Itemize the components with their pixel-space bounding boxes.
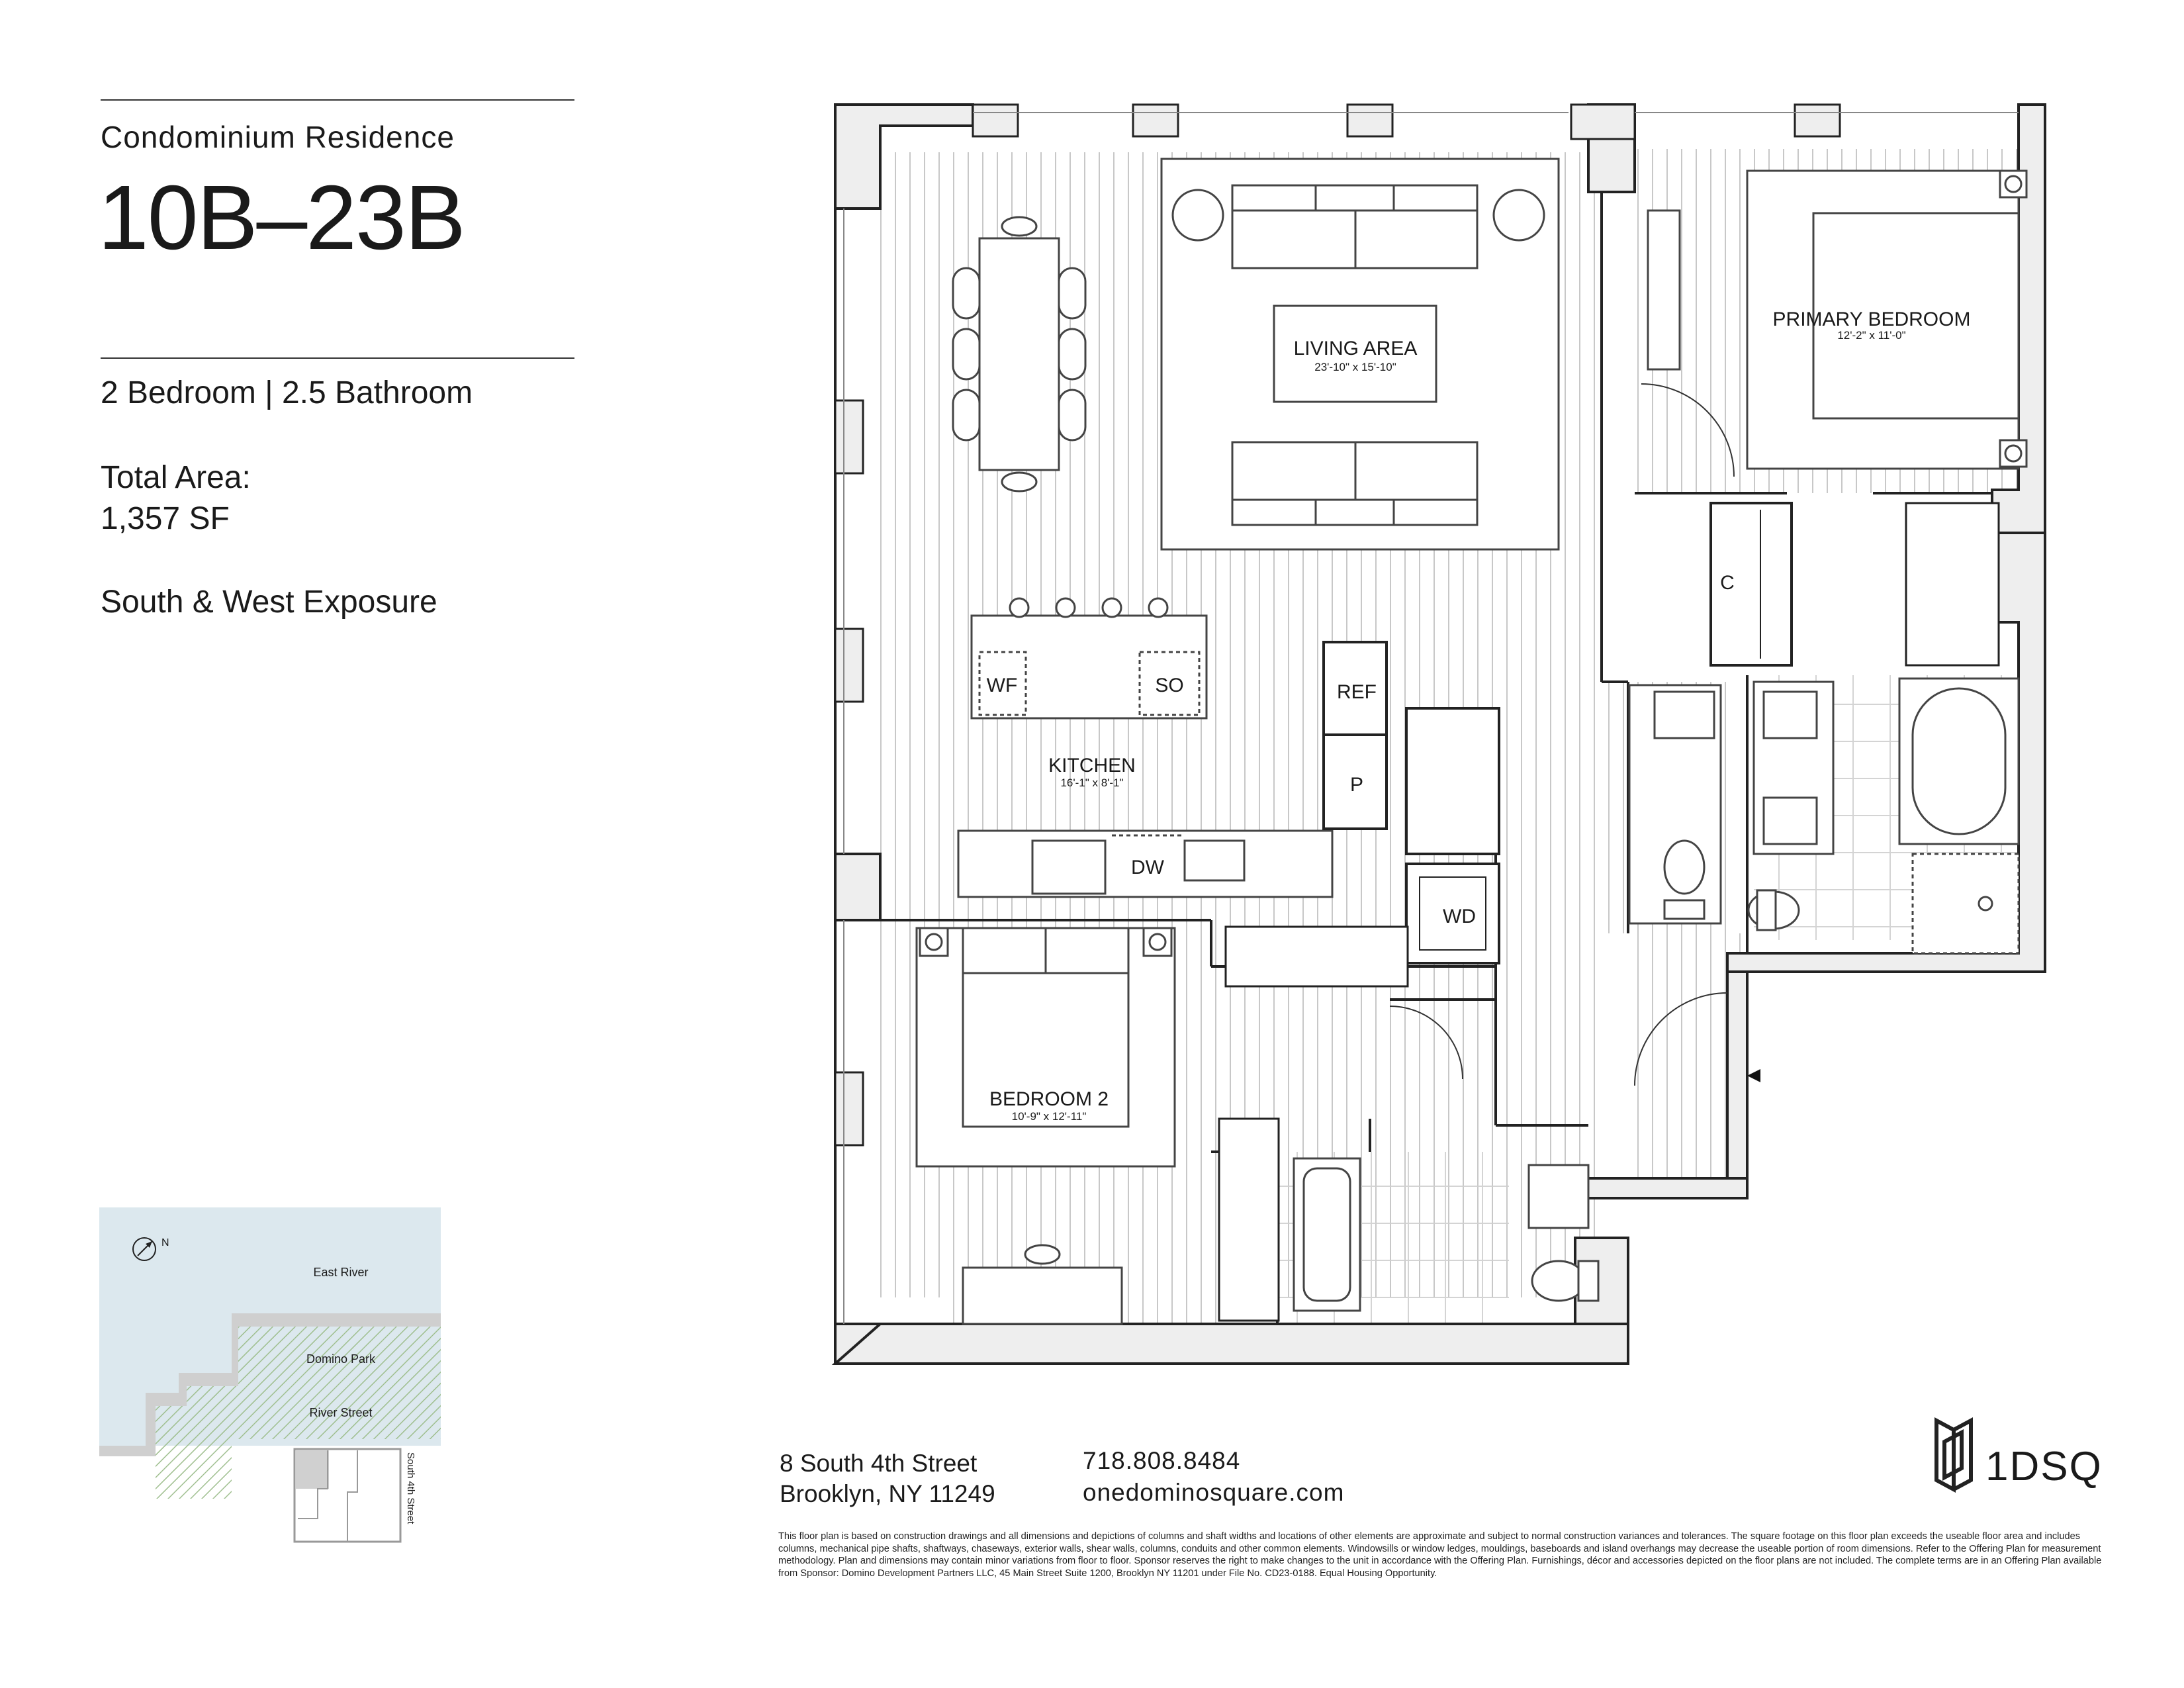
river-street-label: River Street bbox=[309, 1406, 372, 1419]
primary-door-swing bbox=[1641, 383, 1735, 477]
total-area-label: Total Area: bbox=[101, 460, 251, 495]
north-label: N bbox=[161, 1237, 169, 1248]
living-area-label: LIVING AREA bbox=[1294, 338, 1418, 359]
kitchen-island bbox=[970, 597, 1208, 720]
brand-name: 1DSQ bbox=[1985, 1444, 2103, 1489]
bedroom2-bed bbox=[915, 927, 1176, 1325]
kitchen-dims: 16'-1" x 8'-1" bbox=[1060, 776, 1123, 789]
bedroom2-label: BEDROOM 2 bbox=[989, 1088, 1109, 1110]
pantry-label: P bbox=[1350, 774, 1363, 796]
middle-rule bbox=[101, 357, 574, 359]
bedroom2-dims: 10'-9" x 12'-11" bbox=[1012, 1110, 1087, 1123]
hall-closets bbox=[1405, 707, 1500, 964]
north-compass-icon bbox=[132, 1237, 156, 1261]
fridge-pantry bbox=[1322, 641, 1388, 830]
second-bath bbox=[1293, 1157, 1600, 1312]
entry-arrow-icon bbox=[1747, 1069, 1760, 1082]
primary-bath bbox=[1747, 677, 2020, 955]
residence-subtitle: Condominium Residence bbox=[101, 120, 455, 154]
primary-closet bbox=[1709, 502, 2000, 667]
kitchen-counter bbox=[957, 829, 1334, 898]
speed-oven-label: SO bbox=[1155, 675, 1183, 696]
total-area-value: 1,357 SF bbox=[101, 501, 230, 536]
living-area-dims: 23'-10" x 15'-10" bbox=[1314, 361, 1396, 373]
top-rule bbox=[101, 99, 574, 101]
site-highlight bbox=[296, 1450, 329, 1489]
address-line-2: Brooklyn, NY 11249 bbox=[780, 1480, 995, 1507]
primary-bedroom-label: PRIMARY BEDROOM bbox=[1773, 308, 1971, 330]
address-line-1: 8 South 4th Street bbox=[780, 1450, 978, 1477]
dining-table bbox=[952, 216, 1087, 492]
website-link[interactable]: onedominosquare.com bbox=[1083, 1479, 1345, 1506]
bed-bath-configuration: 2 Bedroom | 2.5 Bathroom bbox=[101, 375, 473, 410]
entry-door-swing bbox=[1634, 992, 1728, 1086]
location-map: N East River Domino Park River Street So… bbox=[99, 1207, 441, 1543]
phone-number[interactable]: 718.808.8484 bbox=[1083, 1447, 1241, 1474]
brand-logo-icon bbox=[1934, 1417, 1973, 1493]
powder-room bbox=[1628, 684, 1722, 925]
washer-dryer-label: WD bbox=[1443, 906, 1476, 927]
exposure-text: South & West Exposure bbox=[101, 585, 437, 620]
dishwasher-label: DW bbox=[1131, 857, 1165, 878]
facade-columns bbox=[834, 103, 1841, 1147]
windows bbox=[843, 112, 2019, 1324]
east-river-label: East River bbox=[313, 1266, 368, 1279]
bedroom2-closets bbox=[1218, 925, 1409, 1322]
wall-fridge-label: WF bbox=[987, 675, 1018, 696]
domino-park-label: Domino Park bbox=[306, 1352, 376, 1366]
exterior-walls bbox=[831, 103, 2046, 1365]
closet-label: C bbox=[1720, 572, 1735, 594]
domino-park-area bbox=[156, 1327, 441, 1499]
primary-bed bbox=[1647, 169, 2028, 470]
south-4th-label: South 4th Street bbox=[405, 1452, 416, 1524]
refrigerator-label: REF bbox=[1337, 681, 1377, 703]
bath2-door-swing bbox=[1389, 1006, 1463, 1080]
kitchen-label: KITCHEN bbox=[1048, 755, 1136, 776]
unit-number: 10B–23B bbox=[98, 167, 466, 269]
primary-bedroom-dims: 12'-2" x 11'-0" bbox=[1837, 329, 1905, 342]
legal-disclaimer: This floor plan is based on construction… bbox=[778, 1531, 2102, 1579]
living-furniture bbox=[1160, 158, 1560, 551]
